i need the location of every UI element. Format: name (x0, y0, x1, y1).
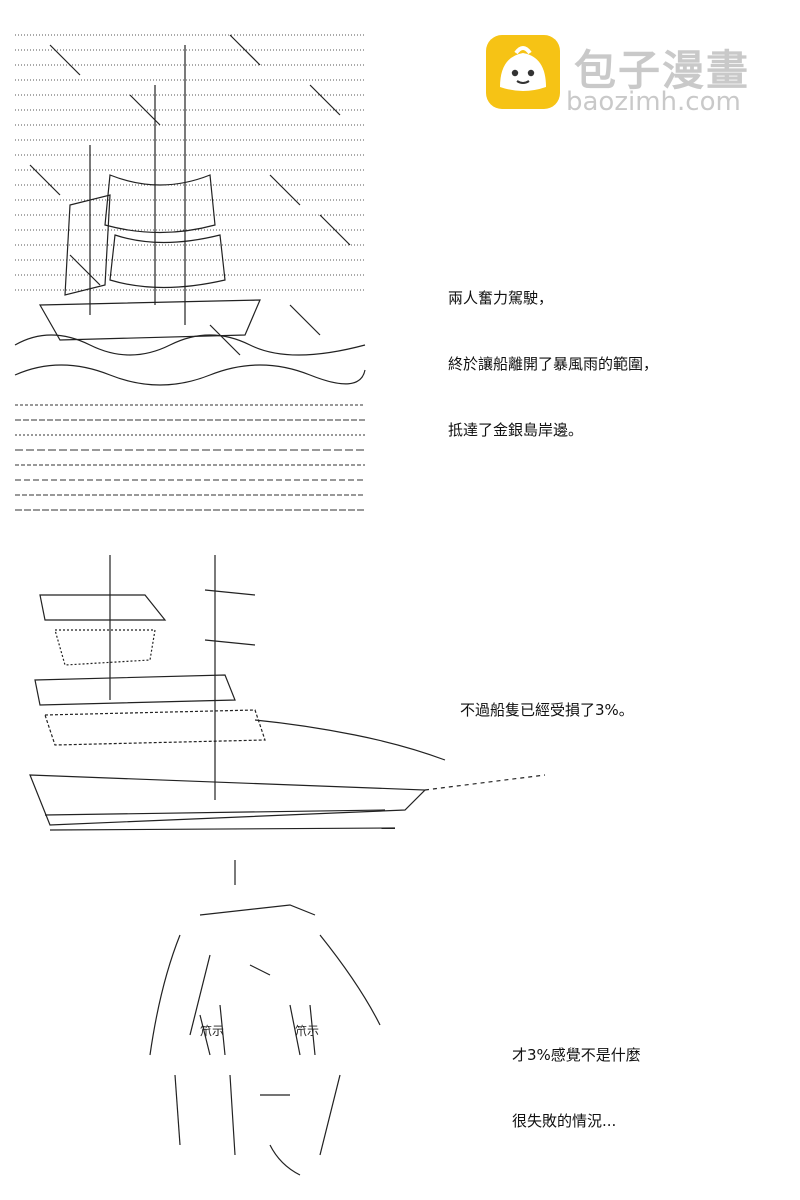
caption-line: 才3%感覺不是什麼 (512, 1046, 641, 1064)
caption-line: 抵達了金銀島岸邊。 (448, 421, 584, 439)
damaged-ship-ascii-art (29, 555, 546, 831)
caption-line: 兩人奮力駕駛， (448, 289, 554, 307)
ship-storm-ascii-art (14, 34, 366, 511)
watermark-url: baozimh.com (566, 87, 741, 117)
character-face-ascii-art: 笊示 笊示 (149, 860, 381, 1176)
panel-ship-storm (10, 25, 370, 525)
bun-logo-icon (486, 35, 560, 109)
watermark-logo: 包子漫畫 baozimh.com (486, 35, 786, 117)
caption-panel3: 才3%感覺不是什麼 很失敗的情況... (512, 1000, 641, 1154)
watermark-title: 包子漫畫 (574, 46, 751, 95)
svg-text:笊示: 笊示 (295, 1023, 319, 1038)
panel-character: 笊示 笊示 (140, 855, 390, 1185)
svg-text:笊示: 笊示 (200, 1023, 224, 1038)
caption-panel2: 不過船隻已經受損了3%。 (460, 655, 634, 743)
caption-line: 很失敗的情況... (512, 1112, 617, 1130)
caption-panel1: 兩人奮力駕駛， 終於讓船離開了暴風雨的範圍， 抵達了金銀島岸邊。 (448, 243, 658, 463)
panel-damaged-ship (25, 550, 555, 840)
caption-line: 終於讓船離開了暴風雨的範圍， (448, 355, 659, 373)
caption-line: 不過船隻已經受損了3%。 (460, 701, 634, 719)
